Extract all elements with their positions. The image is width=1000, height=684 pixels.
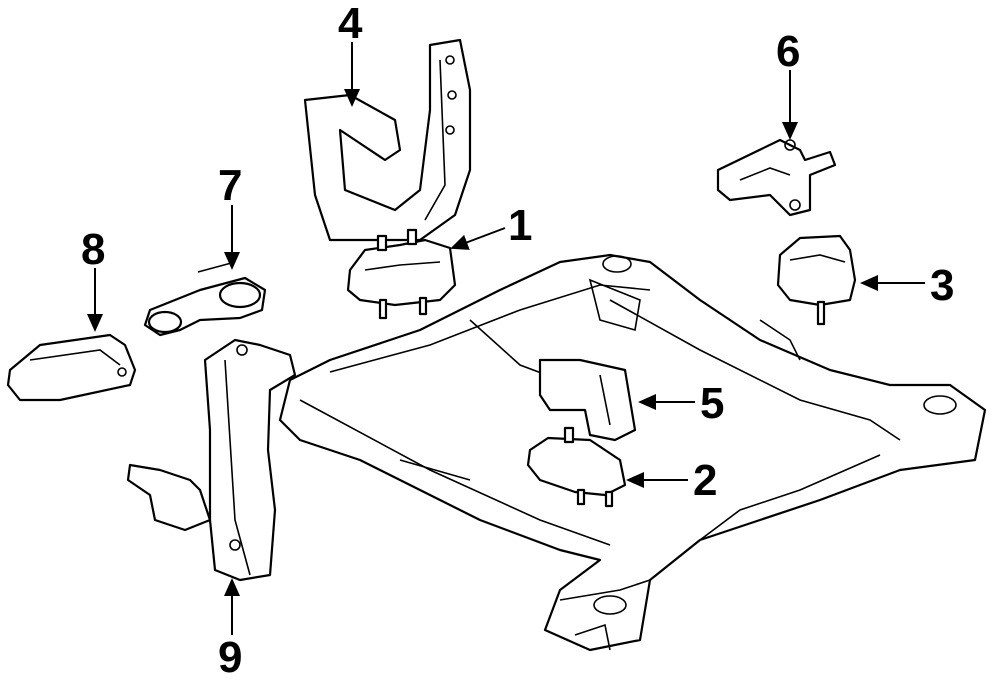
- subframe-crossmember: [278, 253, 987, 652]
- transmission-mount: [526, 426, 627, 508]
- strut-bracket: [6, 333, 137, 402]
- mount-bracket-upper: [716, 138, 837, 217]
- callout-9: 9: [218, 633, 242, 682]
- callout-7: 7: [218, 161, 242, 210]
- callout-5: 5: [700, 379, 724, 428]
- callout-3: 3: [930, 261, 954, 310]
- mount-bracket: [538, 358, 637, 442]
- callout-6: 6: [776, 27, 800, 76]
- side-bracket: [126, 338, 297, 582]
- callout-4: 4: [338, 0, 363, 48]
- callout-1: 1: [508, 201, 532, 250]
- support-bracket: [303, 38, 472, 242]
- callout-8: 8: [81, 225, 105, 274]
- engine-mount-right: [776, 234, 857, 326]
- callout-2: 2: [693, 456, 717, 505]
- torque-strut: [143, 261, 267, 337]
- leader-1: [450, 227, 506, 250]
- engine-mount: [346, 228, 457, 320]
